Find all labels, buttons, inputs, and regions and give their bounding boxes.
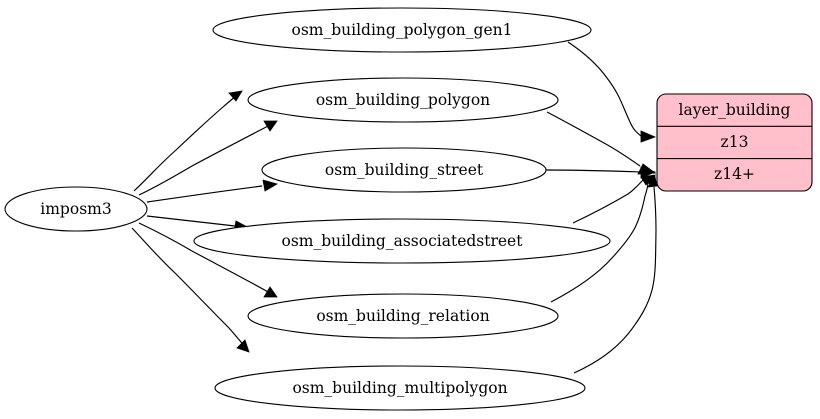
edge-line: [138, 124, 271, 196]
edge-osm_building_associatedstreet-to-layer_building-z14plus: [572, 174, 657, 224]
edge-imposm3-to-osm_building_polygon: [138, 120, 278, 196]
node-osm_building_street[interactable]: osm_building_street: [261, 147, 547, 193]
arrowhead: [640, 130, 657, 143]
edge-imposm3-to-osm_building_polygon_gen1: [133, 90, 243, 192]
edge-line: [146, 185, 263, 203]
arrowhead: [263, 120, 278, 132]
node-shape-ellipse: [247, 77, 559, 123]
edge-line: [550, 181, 649, 303]
edge-osm_building_multipolygon-to-layer_building-z14plus: [573, 176, 658, 374]
edge-imposm3-to-osm_building_street: [146, 179, 279, 203]
node-shape-ellipse: [261, 147, 547, 193]
node-osm_building_polygon_gen1[interactable]: osm_building_polygon_gen1: [212, 7, 592, 53]
edge-group-tables-to-layer: [545, 41, 658, 374]
arrowhead: [647, 176, 658, 188]
node-osm_building_multipolygon[interactable]: osm_building_multipolygon: [214, 365, 586, 411]
record-row-zoom-z14plus[interactable]: z14+: [714, 165, 755, 183]
node-shape-ellipse: [193, 218, 611, 264]
node-shape-ellipse: [247, 293, 559, 339]
edge-imposm3-to-osm_building_multipolygon: [131, 227, 250, 353]
edge-osm_building_street-to-layer_building-z14plus: [545, 166, 657, 179]
edge-line: [572, 179, 644, 224]
record-row-zoom-z13[interactable]: z13: [721, 133, 749, 151]
node-label-osm_building_multipolygon: osm_building_multipolygon: [292, 379, 507, 397]
arrowhead: [262, 179, 279, 192]
arrowhead: [236, 339, 250, 353]
edge-imposm3-to-osm_building_relation: [138, 222, 278, 298]
node-label-osm_building_associatedstreet: osm_building_associatedstreet: [282, 232, 524, 250]
record-row-layer-name[interactable]: layer_building: [679, 101, 791, 119]
node-label-imposm3: imposm3: [40, 200, 111, 218]
arrowhead: [263, 286, 278, 298]
edge-osm_building_polygon-to-layer_building-z14plus: [546, 111, 657, 175]
edge-line: [131, 227, 247, 349]
edge-line: [545, 169, 642, 173]
node-osm_building_associatedstreet[interactable]: osm_building_associatedstreet: [193, 218, 611, 264]
node-osm_building_polygon[interactable]: osm_building_polygon: [247, 77, 559, 123]
layer-record-background: [656, 93, 813, 192]
edge-line: [133, 90, 243, 192]
node-shape-ellipse: [4, 186, 148, 232]
node-label-osm_building_street: osm_building_street: [325, 161, 484, 179]
edge-line: [546, 111, 641, 167]
edge-line: [567, 41, 642, 137]
node-osm_building_relation[interactable]: osm_building_relation: [247, 293, 559, 339]
node-layer_building[interactable]: layer_building z13 z14+: [656, 93, 813, 192]
edge-osm_building_polygon_gen1-to-layer_building-z13: [567, 41, 657, 143]
edge-line: [146, 215, 236, 227]
node-label-osm_building_polygon: osm_building_polygon: [316, 91, 490, 109]
arrowhead: [228, 90, 243, 102]
arrowhead: [640, 166, 657, 179]
node-label-osm_building_relation: osm_building_relation: [316, 307, 489, 325]
node-imposm3[interactable]: imposm3: [4, 186, 148, 232]
node-label-osm_building_polygon_gen1: osm_building_polygon_gen1: [292, 21, 513, 39]
node-shape-ellipse: [212, 7, 592, 53]
edge-line: [138, 222, 271, 294]
edge-line: [573, 186, 657, 374]
node-shape-ellipse: [214, 365, 586, 411]
